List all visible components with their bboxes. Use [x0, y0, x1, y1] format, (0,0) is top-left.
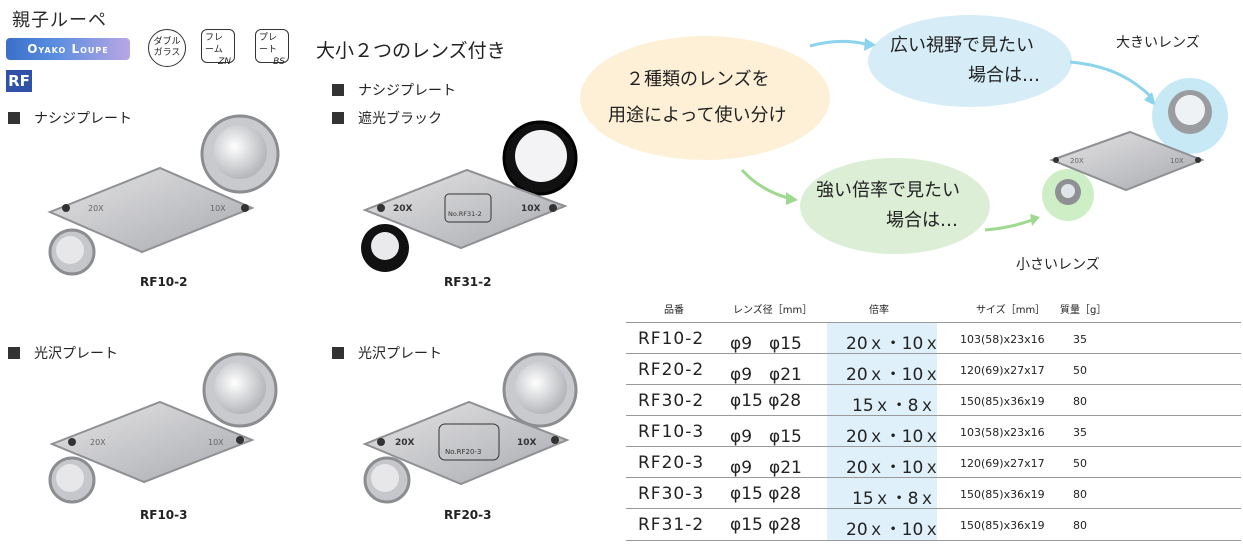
loupe-image-rf10-3: 20X 10X	[48, 352, 278, 504]
svg-text:10X: 10X	[210, 204, 226, 213]
header-size: サイズ［mm］	[976, 305, 1046, 316]
svg-text:20X: 20X	[395, 438, 415, 448]
svg-text:20X: 20X	[90, 438, 106, 447]
header-lens: レンズ径［mm］	[733, 305, 813, 316]
plate-label-rf20-3: 光沢プレート	[332, 343, 442, 363]
plate-label-rf31-2: ナシジプレート	[332, 80, 456, 100]
diagram-arrows	[740, 38, 1156, 232]
brand-badge: Oyako Loupe	[6, 38, 130, 60]
feature-heading: 大小２つのレンズ付き	[316, 40, 506, 62]
svg-text:No.RF20-3: No.RF20-3	[445, 448, 481, 456]
svg-text:No.RF31-2: No.RF31-2	[448, 210, 482, 218]
svg-text:20X: 20X	[393, 204, 413, 214]
page-title: 親子ルーペ	[12, 10, 107, 31]
header-magnification: 倍率	[869, 305, 889, 316]
loupe-diagram-image: 20X 10X	[1042, 78, 1228, 221]
header-model: 品番	[664, 305, 684, 316]
high-mag-bubble: 強い倍率で見たい 場合は…	[800, 158, 990, 254]
color-label-rf31-2: 遮光ブラック	[332, 108, 442, 128]
series-badge: RF	[6, 70, 32, 92]
model-caption-rf10-3: RF10-3	[140, 508, 188, 522]
model-caption-rf10-2: RF10-2	[140, 275, 188, 289]
svg-text:20X: 20X	[88, 204, 104, 213]
usage-bubble: ２種類のレンズを 用途によって使い分け	[580, 36, 830, 160]
plate-label-rf10-2: ナシジプレート	[8, 108, 132, 128]
svg-text:10X: 10X	[1170, 157, 1184, 165]
wide-view-bubble: 広い視野で見たい 場合は…	[868, 15, 1072, 107]
svg-text:10X: 10X	[521, 204, 541, 214]
model-caption-rf20-3: RF20-3	[444, 508, 492, 522]
svg-text:10X: 10X	[208, 438, 224, 447]
loupe-image-rf20-3: 20X 10X No.RF20-3	[362, 352, 578, 504]
large-lens-label: 大きいレンズ	[1116, 35, 1200, 51]
magnification-column-highlight	[827, 322, 937, 540]
plate-label-rf10-3: 光沢プレート	[8, 343, 118, 363]
loupe-image-rf31-2: 20X 10X No.RF31-2	[361, 120, 578, 272]
svg-text:10X: 10X	[517, 438, 537, 448]
header-weight: 質量［g］	[1060, 305, 1107, 316]
svg-text:20X: 20X	[1070, 157, 1084, 165]
loupe-image-rf10-2: 20X 10X	[47, 114, 280, 276]
model-caption-rf31-2: RF31-2	[444, 275, 492, 289]
small-lens-label: 小さいレンズ	[1016, 257, 1100, 273]
double-glass-icon: ダブルガラス	[148, 29, 186, 67]
